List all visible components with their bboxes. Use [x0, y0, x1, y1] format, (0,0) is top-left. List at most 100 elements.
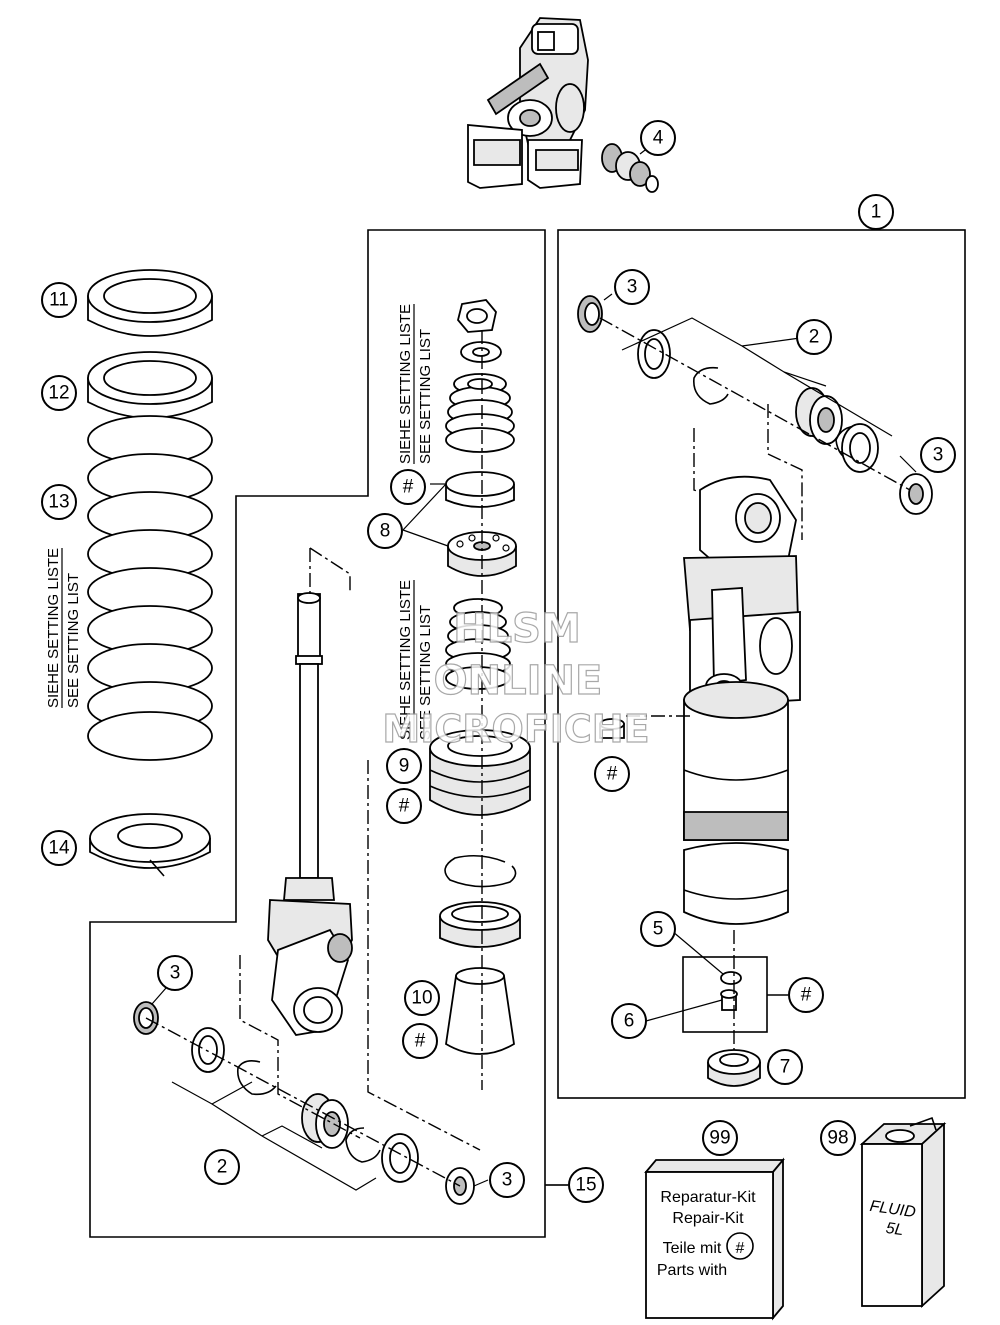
small-hash-plug — [599, 718, 625, 739]
lower-bearing — [301, 1093, 349, 1149]
callout-12: 12 — [41, 375, 77, 411]
part-13-spring — [87, 415, 213, 761]
upper-bearing-seal-left — [577, 295, 603, 333]
lower-snap-ring-left — [236, 1060, 277, 1096]
kit-label-de: Reparatur-Kit — [660, 1189, 756, 1206]
callout-3-lower-right: 3 — [489, 1162, 525, 1198]
part-8-ring-and-piston — [445, 471, 517, 577]
svg-text:13: 13 — [48, 492, 69, 513]
svg-text:#: # — [415, 1031, 426, 1052]
callout-2-lower: 2 — [204, 1149, 240, 1185]
svg-text:12: 12 — [48, 383, 69, 404]
hash-callout-right-box: # — [788, 977, 824, 1013]
center-nut — [457, 299, 497, 333]
piston-rod — [283, 592, 335, 901]
watermark-line-1: HLSM — [453, 606, 581, 652]
hash-callout-center-upper: # — [390, 469, 426, 505]
callout-3-upper-right: 3 — [920, 437, 956, 473]
lower-bearing-washer-left — [191, 1027, 225, 1073]
svg-text:11: 11 — [49, 290, 69, 311]
part-14-spring-retainer — [89, 813, 211, 877]
callout-9: 9 — [386, 748, 422, 784]
svg-text:4: 4 — [653, 128, 664, 149]
part-7-cap — [707, 1049, 761, 1087]
part-6-valve — [720, 989, 738, 1011]
callout-5: 5 — [640, 911, 676, 947]
svg-text:9: 9 — [399, 756, 410, 777]
shim-stack-lower — [445, 598, 511, 690]
group-1-frame — [557, 229, 966, 1099]
upper-bearing — [795, 387, 843, 445]
setting-list-de-center-lower: SIEHE SETTING LISTE — [397, 580, 414, 740]
can-label-volume: 5L — [885, 1220, 905, 1239]
callout-7: 7 — [767, 1049, 803, 1085]
callout-3-lower-left: 3 — [157, 955, 193, 991]
svg-text:7: 7 — [780, 1057, 791, 1078]
setting-list-en-left: SEE SETTING LIST — [65, 573, 82, 708]
callout-11: 11 — [41, 282, 77, 318]
setting-list-de-left: SIEHE SETTING LISTE — [45, 548, 62, 708]
upper-bearing-seal-right — [899, 473, 933, 515]
kit-hash-mark: # — [736, 1240, 745, 1257]
kit-parts-en: Parts with — [657, 1262, 727, 1279]
can-label-fluid: FLUID — [869, 1198, 918, 1221]
watermark-line-3: MICROFICHE — [382, 707, 649, 751]
callout-1: 1 — [858, 194, 894, 230]
svg-text:6: 6 — [624, 1011, 635, 1032]
part-10-bump-stop — [445, 967, 515, 1055]
svg-text:1: 1 — [871, 202, 882, 223]
part-98-fluid-can: FLUID 5L — [859, 1116, 947, 1309]
svg-text:#: # — [399, 796, 410, 817]
callout-98: 98 — [820, 1120, 856, 1156]
callout-2-upper: 2 — [796, 319, 832, 355]
hash-callout-right-plug: # — [594, 756, 630, 792]
svg-text:14: 14 — [48, 838, 70, 859]
group-15-frame — [89, 229, 546, 1238]
callout-13: 13 — [41, 484, 77, 520]
callout-99: 99 — [702, 1120, 738, 1156]
part-4-valve — [601, 143, 659, 193]
callout-6: 6 — [611, 1003, 647, 1039]
lower-bearing-washer-right — [381, 1133, 419, 1183]
setting-list-en-center-lower: SEE SETTING LIST — [417, 605, 434, 740]
svg-text:3: 3 — [627, 277, 638, 298]
upper-bearing-washer-right — [841, 423, 879, 473]
part-12-lock-nut — [87, 351, 213, 419]
watermark-line-2: ONLINE — [434, 658, 603, 704]
callout-3-upper-left: 3 — [614, 269, 650, 305]
part-9-seal-head — [429, 729, 531, 816]
lower-snap-ring-right — [345, 1127, 381, 1163]
svg-text:3: 3 — [502, 1170, 513, 1191]
callout-15: 15 — [568, 1167, 604, 1203]
svg-text:15: 15 — [575, 1175, 596, 1196]
upper-snap-ring-left — [693, 366, 729, 405]
callout-8: 8 — [367, 513, 403, 549]
upper-bearing-washer-left — [637, 329, 671, 379]
center-snap-ring — [444, 854, 517, 888]
svg-text:2: 2 — [217, 1157, 228, 1178]
svg-text:#: # — [801, 985, 812, 1006]
svg-text:3: 3 — [933, 445, 944, 466]
callout-10: 10 — [404, 980, 440, 1016]
svg-text:8: 8 — [380, 521, 391, 542]
svg-text:3: 3 — [170, 963, 181, 984]
svg-text:5: 5 — [653, 919, 664, 940]
setting-list-en-center-upper: SEE SETTING LIST — [417, 329, 434, 464]
rod-eye-clevis — [267, 899, 353, 1036]
part-99-repair-kit: Reparatur-Kit Repair-Kit Teile mit Parts… — [644, 1157, 785, 1321]
hash-callout-center-mid: # — [386, 788, 422, 824]
center-bushing — [439, 901, 521, 948]
svg-text:98: 98 — [827, 1128, 848, 1149]
hash-callout-center-lower: # — [402, 1023, 438, 1059]
part-5-washer — [720, 971, 742, 985]
setting-list-de-center-upper: SIEHE SETTING LISTE — [397, 304, 414, 464]
callout-14: 14 — [41, 830, 77, 866]
shock-body — [683, 475, 801, 925]
reservoir-head-assembly — [467, 17, 589, 189]
svg-text:2: 2 — [809, 327, 820, 348]
kit-label-en: Repair-Kit — [672, 1210, 744, 1227]
svg-text:#: # — [403, 477, 414, 498]
kit-parts-de: Teile mit — [663, 1240, 722, 1257]
